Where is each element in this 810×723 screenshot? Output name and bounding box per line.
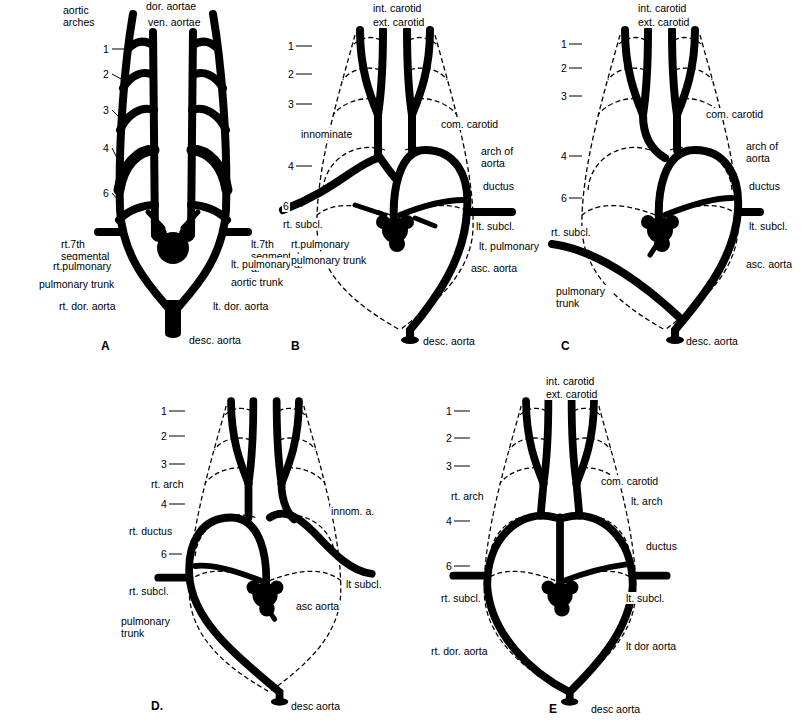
vessel-label: pulmonary trunk xyxy=(555,285,612,309)
arch-number: 2 xyxy=(102,68,110,80)
vessel-label: int. carotid xyxy=(545,375,595,387)
vessel-label: lt. subcl. xyxy=(748,220,789,232)
vessel-label: dor. aortae xyxy=(145,0,197,12)
arch-number: 1 xyxy=(445,405,453,417)
arch-number: 3 xyxy=(160,458,168,470)
vessel-label: lt dor aorta xyxy=(625,640,677,652)
vessel-label: lt. arch xyxy=(630,495,664,507)
arch-number: 3 xyxy=(287,98,295,110)
vessel-label: lt subcl. xyxy=(345,578,383,590)
vessel-label: ext. carotid xyxy=(545,388,598,400)
arch-number: 3 xyxy=(560,90,568,102)
vessel-label: ductus xyxy=(748,180,781,192)
arch-number: 4 xyxy=(102,142,110,154)
vessel-label: ven. aortae xyxy=(147,16,202,28)
vessel-label: ext. carotid xyxy=(372,16,425,28)
vessel-label: lt. subcl. xyxy=(475,220,516,232)
vessel-label: rt. subcl. xyxy=(440,592,482,604)
vessel-label: desc. aorta xyxy=(188,334,242,346)
vessel-label: aortic trunk xyxy=(230,276,284,288)
arch-number: 2 xyxy=(287,68,295,80)
vessel-label: com. carotid xyxy=(440,118,499,130)
vessel-label: rt. subcl. xyxy=(128,585,170,597)
vessel-label: int. carotid xyxy=(372,2,422,14)
vessel-label: arch of aorta xyxy=(480,145,527,169)
arch-number: 2 xyxy=(445,432,453,444)
panel-letter: C xyxy=(560,340,571,352)
vessel-label: pulmonary trunk xyxy=(290,254,367,266)
vessel-label: innom. a. xyxy=(330,505,375,517)
panel-letter: D. xyxy=(150,700,164,712)
vessel-label: rt. dor. aorta xyxy=(58,300,117,312)
vessel-label: rt.pulmonary xyxy=(52,260,112,272)
arch-number: 6 xyxy=(282,200,290,212)
vessel-label: rt. ductus xyxy=(128,525,173,537)
vessel-label: asc. aorta xyxy=(470,262,518,274)
arch-number: 6 xyxy=(560,192,568,204)
vessel-label: desc. aorta xyxy=(685,335,739,347)
vessel-label: asc. aorta xyxy=(745,258,793,270)
arch-number: 1 xyxy=(287,40,295,52)
vessel-label: rt. arch xyxy=(450,490,485,502)
vessel-label: innominate xyxy=(300,128,353,140)
arch-number: 2 xyxy=(560,62,568,74)
vessel-label: rt. dor. aorta xyxy=(430,645,489,657)
arch-number: 4 xyxy=(287,160,295,172)
vessel-label: com. carotid xyxy=(600,475,659,487)
vessel-label: rt. subcl. xyxy=(550,226,592,238)
arch-number: 4 xyxy=(160,498,168,510)
vessel-label: rt. arch xyxy=(150,478,185,490)
vessel-label: ductus xyxy=(482,180,515,192)
panel-letter: A xyxy=(100,340,111,352)
vessel-label: rt.pulmonary xyxy=(290,238,350,250)
vessel-label: pulmonary trunk xyxy=(38,278,115,290)
arch-number: 1 xyxy=(102,43,110,55)
vessel-label: desc aorta xyxy=(590,703,641,715)
vessel-label: lt. subcl. xyxy=(625,592,666,604)
vessel-label: pulmonary trunk xyxy=(120,615,177,639)
arch-number: 4 xyxy=(445,515,453,527)
arch-number: 3 xyxy=(445,460,453,472)
vessel-label: arch of aorta xyxy=(745,140,792,164)
arch-number: 1 xyxy=(560,38,568,50)
vessel-label: aortic arches xyxy=(62,4,109,28)
arch-number: 2 xyxy=(160,430,168,442)
vessel-label: ductus xyxy=(645,540,678,552)
arch-number: 4 xyxy=(560,150,568,162)
vessel-label: desc aorta xyxy=(290,700,341,712)
vessel-label: rt. subcl. xyxy=(282,218,324,230)
panel-letter: E xyxy=(548,703,558,715)
arch-number: 6 xyxy=(160,548,168,560)
panel-letter: B xyxy=(290,340,301,352)
vessel-label: com. carotid xyxy=(705,108,764,120)
vessel-label: desc. aorta xyxy=(422,335,476,347)
vessel-label: asc aorta xyxy=(295,600,340,612)
vessel-label: lt. dor. aorta xyxy=(212,300,269,312)
arch-number: 1 xyxy=(160,405,168,417)
vessel-label: int. carotid xyxy=(637,2,687,14)
vessel-label: ext. carotid xyxy=(637,16,690,28)
vessel-label: rt.7th segmental xyxy=(60,238,112,262)
arch-number: 6 xyxy=(102,187,110,199)
vessel-label: lt. pulmonary xyxy=(478,240,540,252)
arch-number: 6 xyxy=(445,560,453,572)
arch-number: 3 xyxy=(102,104,110,116)
